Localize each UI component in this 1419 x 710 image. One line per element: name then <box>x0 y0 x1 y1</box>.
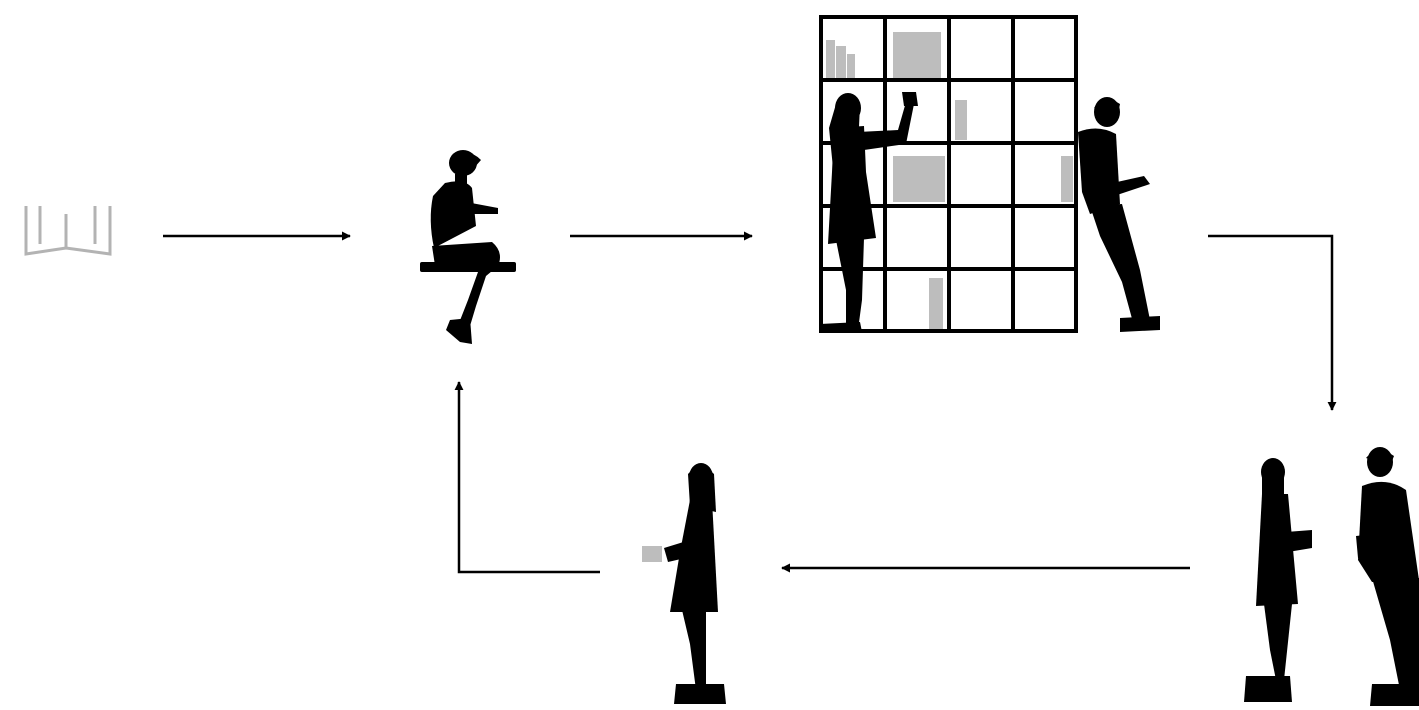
pair-man-silhouette <box>1356 447 1419 706</box>
pair-woman-silhouette <box>1244 458 1312 702</box>
lender-book-icon <box>642 546 662 562</box>
open-book-icon <box>26 206 110 254</box>
woman-at-shelf-silhouette <box>820 92 918 332</box>
arrow-shelf-to-pair <box>1208 236 1332 410</box>
reader-silhouette <box>420 150 516 344</box>
arrow-lender-to-reader <box>459 382 600 572</box>
man-reading-at-shelf-silhouette <box>1078 97 1160 332</box>
lender-woman-silhouette <box>664 463 726 704</box>
